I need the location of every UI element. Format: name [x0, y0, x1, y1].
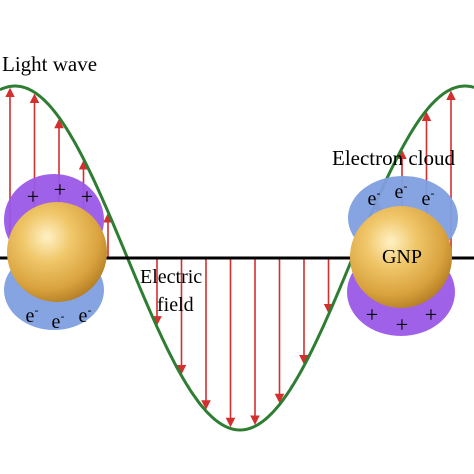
right-plus-3: +: [425, 302, 437, 327]
left-electron-2: e-: [52, 309, 65, 333]
right-nanoparticle-group: e- e- e- GNP + + +: [347, 176, 458, 337]
right-electron-1: e-: [368, 186, 381, 210]
right-plus-1: +: [366, 302, 378, 327]
right-electron-2: e-: [395, 179, 408, 203]
electric-field-label-line1: Electric: [140, 266, 203, 288]
left-plus-1: +: [27, 184, 39, 209]
light-wave-label: Light wave: [2, 52, 98, 76]
electric-field-label-line2: field: [157, 294, 194, 316]
left-nanoparticle-group: + + + e- e- e-: [4, 174, 107, 333]
left-plus-2: +: [54, 177, 66, 202]
electron-cloud-label: Electron cloud: [332, 146, 456, 170]
right-plus-2: +: [396, 312, 408, 337]
left-gold-nanoparticle: [7, 202, 107, 302]
left-electron-3: e-: [79, 303, 92, 327]
left-plus-3: +: [81, 184, 93, 209]
gnp-label: GNP: [382, 246, 422, 268]
right-gold-nanoparticle: [350, 206, 452, 308]
left-electron-1: e-: [26, 303, 39, 327]
right-electron-3: e-: [422, 186, 435, 210]
light-wave-curve: [0, 84, 474, 432]
